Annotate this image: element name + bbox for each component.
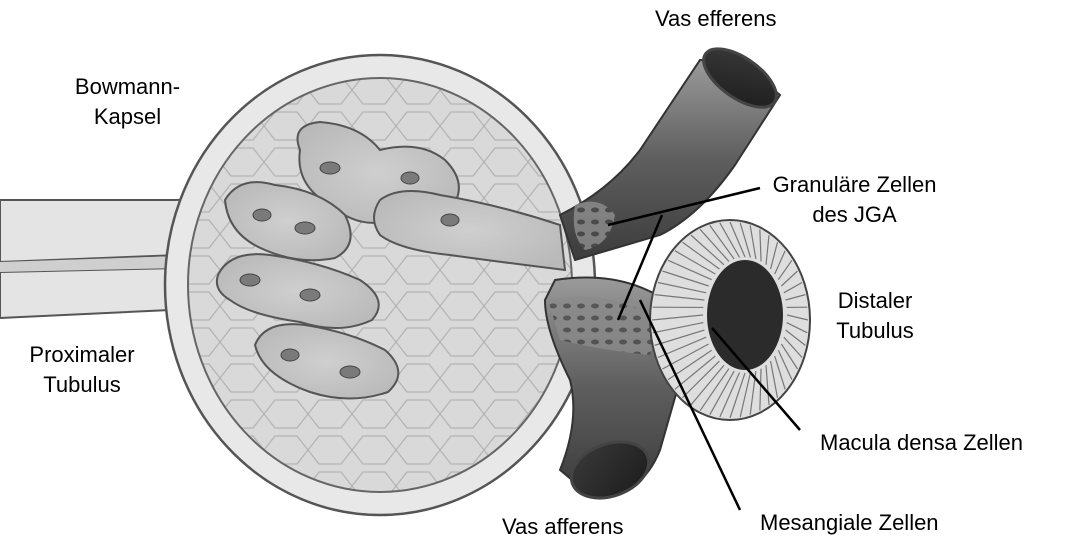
label-macula-densa: Macula densa Zellen xyxy=(820,428,1023,458)
label-bowmann-kapsel: Bowmann- Kapsel xyxy=(60,72,195,132)
label-mesangiale-zellen: Mesangiale Zellen xyxy=(760,508,939,538)
label-proximaler-tubulus: Proximaler Tubulus xyxy=(12,340,152,400)
label-distaler-tubulus: Distaler Tubulus xyxy=(820,286,930,346)
label-vas-afferens: Vas afferens xyxy=(502,512,623,542)
label-granulaere-zellen: Granuläre Zellen des JGA xyxy=(752,170,957,230)
label-vas-efferens: Vas efferens xyxy=(655,4,776,34)
distal-tubulus-shape xyxy=(650,220,810,420)
